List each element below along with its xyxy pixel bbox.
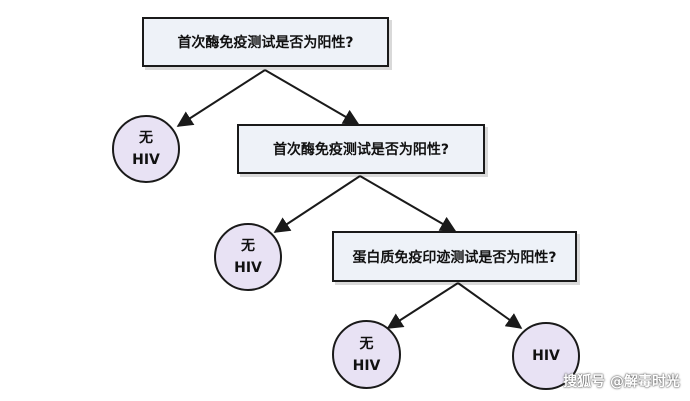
watermark: 搜狐号 @解毒时光: [563, 374, 680, 390]
question-box-second-eia: 首次酶免疫测试是否为阳性?: [237, 124, 485, 174]
question-text: 蛋白质免疫印迹测试是否为阳性?: [352, 249, 557, 266]
outcome-label: HIV: [352, 357, 381, 374]
arrow-q3-to-outcome-3: [386, 282, 459, 329]
outcome-label: 无: [241, 238, 255, 254]
outcome-node-no-hiv-1: 无 HIV: [112, 115, 180, 183]
arrow-q1-to-outcome-1: [176, 69, 266, 127]
outcome-label: HIV: [234, 260, 262, 276]
outcome-node-no-hiv-2: 无 HIV: [214, 223, 282, 291]
outcome-label: 无: [139, 130, 153, 146]
arrow-q2-to-outcome-2: [273, 175, 361, 233]
outcome-node-hiv: HIV: [512, 322, 580, 390]
outcome-label: HIV: [132, 152, 160, 168]
arrow-q3-to-outcome-4: [457, 282, 523, 329]
outcome-node-no-hiv-3: 无 HIV: [332, 320, 401, 389]
question-text: 首次酶免疫测试是否为阳性?: [177, 35, 354, 51]
question-box-western-blot: 蛋白质免疫印迹测试是否为阳性?: [332, 231, 577, 282]
arrow-q2-to-q3: [359, 175, 457, 232]
outcome-label: HIV: [532, 348, 560, 364]
question-box-first-eia: 首次酶免疫测试是否为阳性?: [142, 17, 389, 67]
arrow-q1-to-q2: [264, 69, 360, 125]
outcome-label: 无: [359, 335, 374, 352]
question-text: 首次酶免疫测试是否为阳性?: [272, 142, 450, 158]
